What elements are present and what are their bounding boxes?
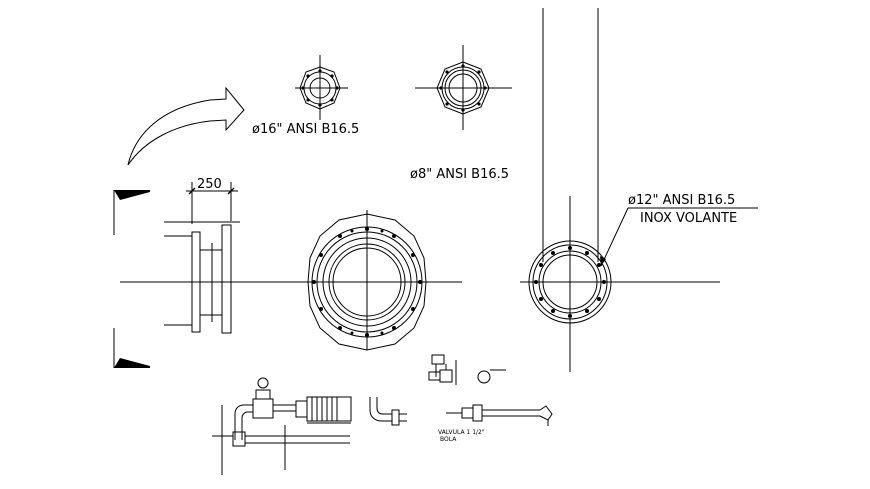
valve-assembly xyxy=(446,404,553,426)
valve-icon xyxy=(428,354,457,385)
flange-16-label: ø16" ANSI B16.5 xyxy=(252,122,359,137)
valve-label-1: VALVULA 1 1/2" xyxy=(438,429,485,436)
curved-arrow-icon xyxy=(127,86,245,166)
flange-8-bolts xyxy=(439,64,487,112)
motor-pump-icon xyxy=(212,377,352,475)
handwheel-icon xyxy=(477,369,506,384)
elbow-fitting xyxy=(369,397,407,426)
flange-side-view xyxy=(164,182,240,334)
flange-8-label: ø8" ANSI B16.5 xyxy=(410,167,509,182)
dim-ticks xyxy=(188,187,235,195)
flange-12-label: ø12" ANSI B16.5 xyxy=(628,193,735,208)
leader-arrowhead xyxy=(600,256,606,266)
leader-line xyxy=(600,207,758,267)
flange-16-bolts xyxy=(301,69,339,107)
flange-12 xyxy=(520,196,720,372)
pipe-lines xyxy=(542,8,599,262)
valve-label-2: BOLA xyxy=(440,436,457,443)
dimension-250: 250 xyxy=(197,177,222,192)
flange-12-bolts xyxy=(534,246,606,318)
inox-label: INOX VOLANTE xyxy=(640,211,737,226)
flange-large-bolts xyxy=(312,227,422,337)
section-marker-icon xyxy=(113,190,150,368)
